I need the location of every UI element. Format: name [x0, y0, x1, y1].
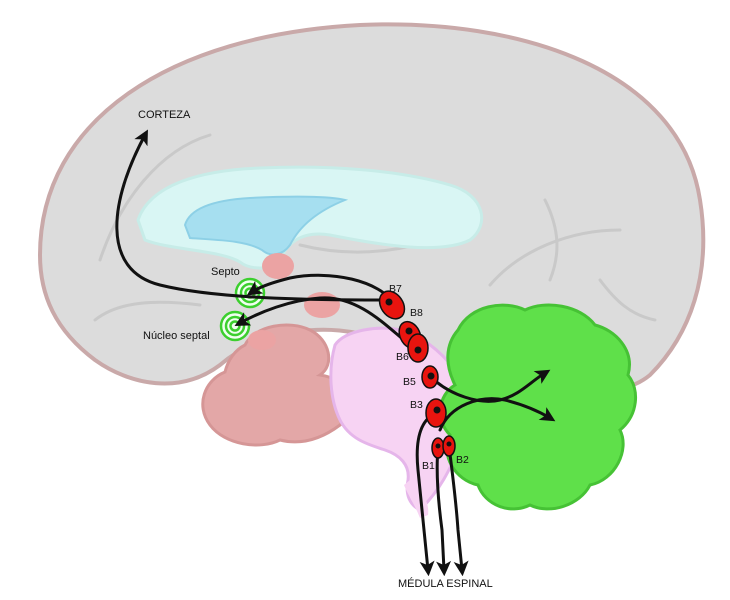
septum-region — [262, 253, 294, 279]
label-medula-espinal: MÉDULA ESPINAL — [398, 577, 493, 590]
label-b7: B7 — [389, 283, 402, 295]
label-b3: B3 — [410, 399, 423, 411]
label-b8: B8 — [410, 307, 423, 319]
nucleus-b5 — [421, 365, 439, 389]
nucleus-b2 — [442, 435, 456, 457]
label-septo: Septo — [211, 266, 240, 278]
projection-paths — [115, 129, 556, 577]
nucleus-b6 — [407, 333, 429, 363]
nucleus-b7 — [378, 290, 406, 320]
nucleus-b3 — [425, 398, 447, 428]
thalamus-small-lobe — [248, 330, 276, 350]
raphe-nuclei — [378, 290, 456, 459]
septo-target-rings — [234, 277, 266, 309]
label-b5: B5 — [403, 376, 416, 388]
label-b6: B6 — [396, 351, 409, 363]
arrow-to-nucleo-septal — [234, 296, 412, 347]
label-nucleo-septal: Núcleo septal — [143, 330, 210, 342]
thalamus-mass — [201, 323, 354, 447]
hypothalamic-region — [304, 292, 340, 318]
nucleus-b1 — [431, 437, 445, 459]
arrow-to-corteza — [115, 129, 390, 302]
nucleo-septal-target-rings — [219, 310, 251, 342]
label-b2: B2 — [456, 454, 469, 466]
arrow-b5-to-cerebellum-lower — [438, 397, 556, 432]
cerebellum — [438, 303, 638, 511]
arrow-to-septo — [246, 273, 397, 307]
label-corteza: CORTEZA — [138, 109, 191, 121]
lateral-ventricle — [183, 195, 349, 256]
label-b1: B1 — [422, 460, 435, 472]
